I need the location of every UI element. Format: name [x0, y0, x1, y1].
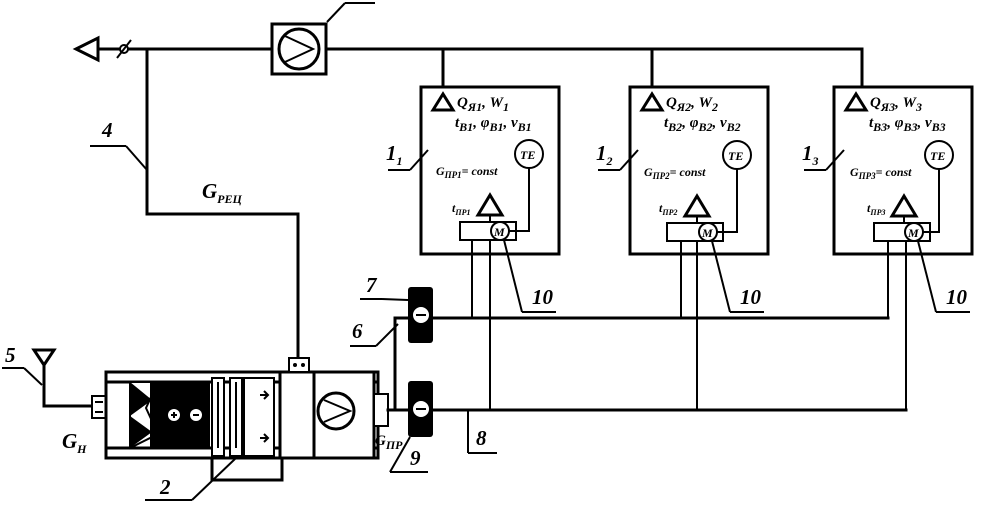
room-1-t-phi-v: tB1, φB1, νB1: [455, 115, 532, 134]
label-5: 5: [5, 343, 16, 367]
pump-9: [408, 381, 433, 437]
label-4: 4: [101, 118, 113, 142]
room-1-te-label: TE: [520, 148, 535, 162]
room-3-gpr-const: GПР3= const: [850, 165, 912, 181]
room-2-q-w: QЯ2, W2: [666, 95, 718, 114]
exhaust-outlet-icon: [72, 35, 100, 63]
label-6: 6: [352, 319, 363, 343]
exhaust-duct: [72, 35, 864, 63]
g-supply-label: GПР: [375, 433, 403, 452]
room-1: QЯ1, W1 tB1, φB1, νB1 TE GПР1= const tПР…: [419, 85, 561, 256]
room-1-gpr-const: GПР1= const: [436, 164, 498, 180]
room-2: QЯ2, W2 tB2, φB2, νB2 TE GПР2= const tПР…: [628, 85, 770, 256]
exhaust-fan: [270, 2, 375, 76]
room-2-tpr: tПР2: [659, 201, 677, 217]
room-3: QЯ3, W3 tB3, φB3, νB3 TE GПР3= const tПР…: [832, 85, 974, 256]
room-3-actuator-label: M: [907, 226, 919, 240]
room-2-gpr-const: GПР2= const: [644, 165, 706, 181]
label-10-room-2: 10: [740, 285, 762, 309]
room-labels: 11 12 13: [386, 141, 845, 171]
label-8: 8: [476, 426, 487, 450]
g-outdoor-label: GН: [62, 429, 87, 456]
room-3-label: 13: [802, 141, 819, 168]
room-1-q-w: QЯ1, W1: [457, 95, 509, 114]
outdoor-air-intake-icon: [31, 348, 57, 368]
room-3-diffuser-icon: [843, 91, 869, 112]
labels-10: 10 10 10: [503, 239, 970, 313]
room-1-actuator-label: M: [493, 225, 505, 239]
supply-diffuser-icon: [430, 91, 456, 112]
label-7: 7: [366, 273, 378, 297]
room-2-label: 12: [596, 141, 613, 168]
label-2: 2: [159, 475, 171, 499]
label-10-room-3: 10: [946, 285, 968, 309]
room-2-diffuser-icon: [639, 91, 665, 112]
room-2-t-phi-v: tB2, φB2, νB2: [664, 115, 741, 134]
room-3-q-w: QЯ3, W3: [870, 95, 922, 114]
room-3-te-label: TE: [930, 149, 945, 163]
recirculation-duct: [145, 212, 300, 360]
g-recirculation-label: GРЕЦ: [202, 179, 243, 206]
inlet-damper: [91, 395, 107, 419]
label-10-room-1: 10: [532, 285, 554, 309]
room-2-te-label: TE: [728, 149, 743, 163]
room-3-tpr: tПР3: [867, 201, 885, 217]
room-2-actuator-label: M: [701, 226, 713, 240]
room-1-tpr: tПР1: [452, 201, 470, 217]
pump-7: [408, 287, 433, 343]
room-3-t-phi-v: tB3, φB3, νB3: [869, 115, 946, 134]
air-handling-unit: 5: [2, 343, 397, 482]
room-1-label: 11: [386, 141, 403, 168]
pipe-network: [393, 240, 908, 412]
label-9: 9: [410, 446, 421, 470]
